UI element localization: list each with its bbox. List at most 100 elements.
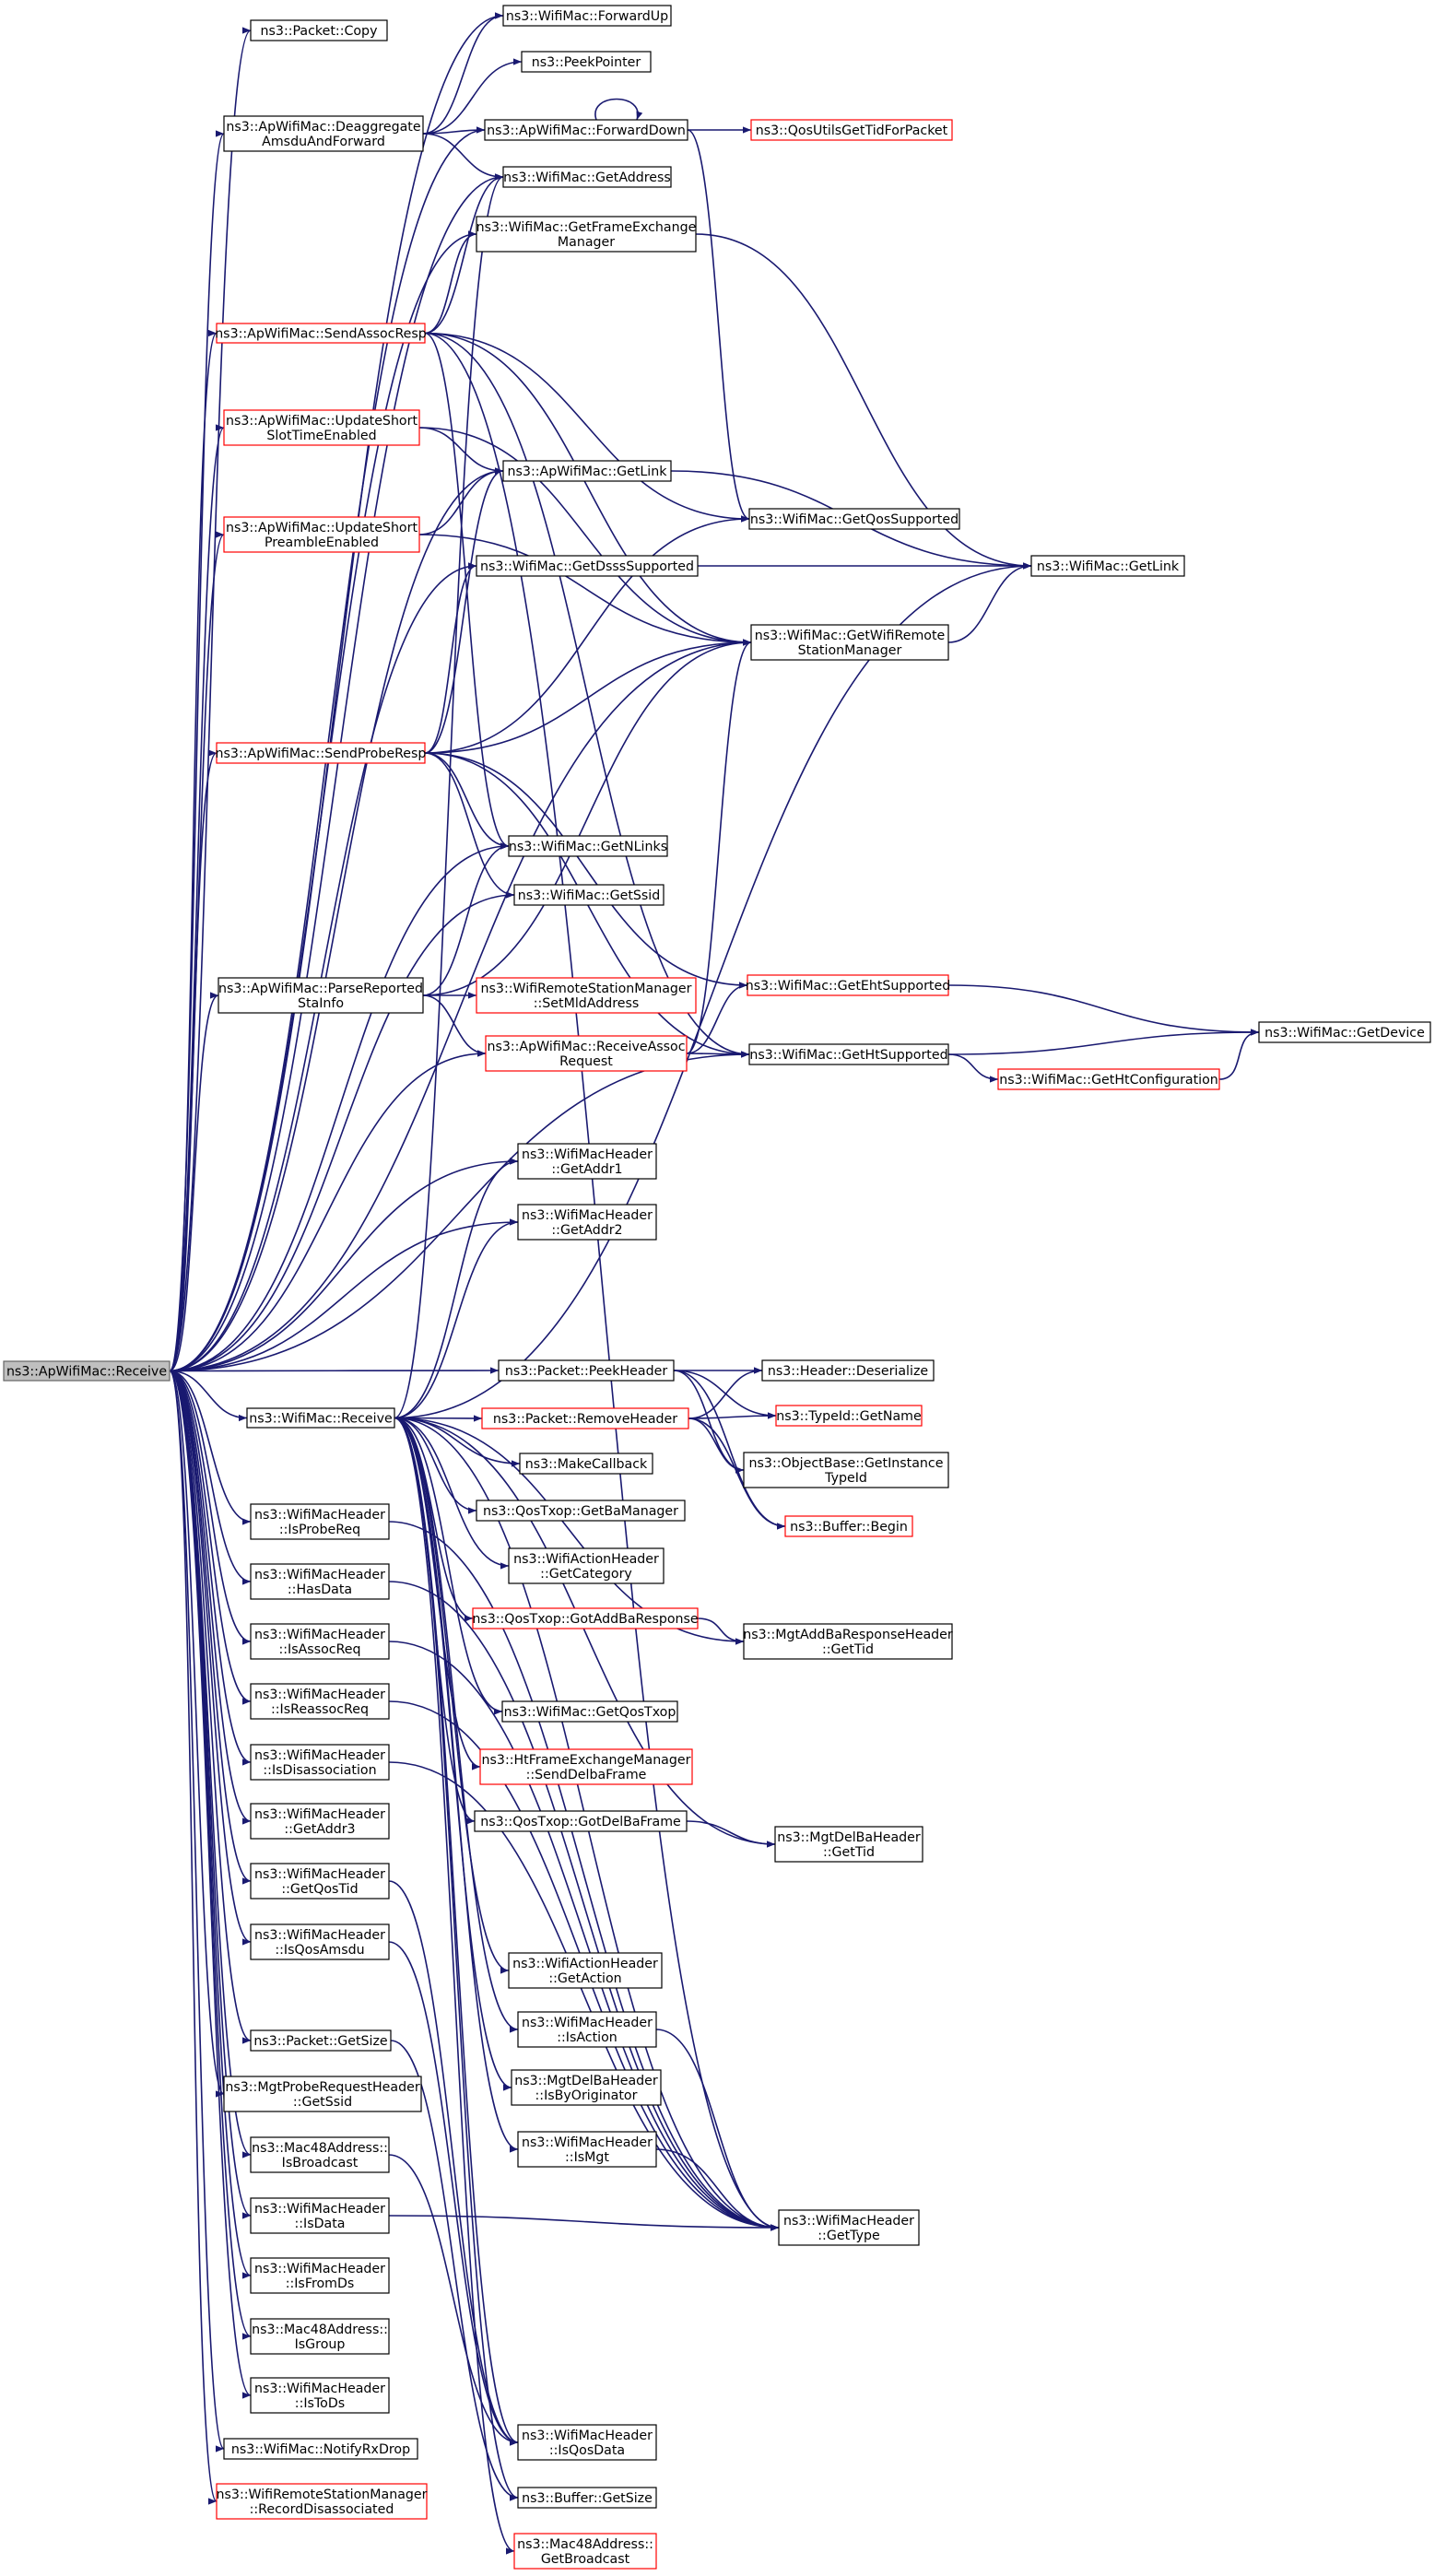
node-box: [502, 460, 672, 482]
function-node[interactable]: ns3::Mac48Address::IsGroup: [250, 2318, 390, 2355]
function-node[interactable]: ns3::WifiMacHeader::IsAssocReq: [250, 1623, 390, 1660]
function-node[interactable]: ns3::WifiMacHeader::IsFromDs: [250, 2257, 390, 2294]
function-node[interactable]: ns3::PeekPointer: [521, 51, 652, 73]
function-node[interactable]: ns3::WifiMacHeader::IsAction: [517, 2011, 657, 2048]
call-edge: [394, 1417, 745, 1645]
function-node[interactable]: ns3::WifiActionHeader::GetAction: [508, 1952, 663, 1989]
node-label: GetBroadcast: [541, 2552, 630, 2567]
node-label: ::GetCategory: [540, 1567, 632, 1582]
function-node[interactable]: ns3::WifiMac::GetNLinks: [508, 835, 668, 857]
function-node[interactable]: ns3::WifiMac::GetSsid: [513, 884, 665, 906]
call-edge: [686, 1051, 750, 1058]
function-node[interactable]: ns3::WifiMacHeader::IsReassocReq: [250, 1683, 390, 1720]
function-node[interactable]: ns3::Header::Deserialize: [761, 1359, 935, 1382]
function-node[interactable]: ns3::WifiMacHeader::GetType: [778, 2209, 920, 2246]
function-node[interactable]: ns3::MgtDelBaHeader::GetTid: [774, 1826, 923, 1863]
function-node[interactable]: ns3::WifiMac::GetDsssSupported: [476, 555, 699, 577]
function-node[interactable]: ns3::WifiMacHeader::GetQosTid: [250, 1863, 390, 1900]
function-node[interactable]: ns3::ApWifiMac::DeaggregateAmsduAndForwa…: [223, 115, 424, 152]
function-node[interactable]: ns3::WifiMac::ForwardUp: [502, 5, 672, 27]
call-edge: [169, 1370, 252, 2044]
node-label: ns3::WifiMacHeader: [254, 1628, 385, 1642]
function-node[interactable]: ns3::MgtProbeRequestHeader::GetSsid: [223, 2076, 422, 2112]
function-node[interactable]: ns3::WifiMac::GetDevice: [1258, 1021, 1431, 1043]
function-node[interactable]: ns3::WifiMac::NotifyRxDrop: [223, 2438, 418, 2460]
node-box: [498, 1359, 675, 1382]
function-node[interactable]: ns3::WifiMacHeader::IsMgt: [517, 2131, 657, 2168]
node-box: [517, 2487, 657, 2509]
function-node[interactable]: ns3::WifiMac::GetHtConfiguration: [997, 1068, 1220, 1090]
function-node[interactable]: ns3::WifiRemoteStationManager::SetMldAdd…: [476, 977, 697, 1014]
function-node[interactable]: ns3::Packet::RemoveHeader: [481, 1407, 689, 1429]
function-node[interactable]: ns3::WifiMacHeader::GetAddr1: [517, 1143, 657, 1180]
node-label: ns3::TypeId::GetName: [776, 1409, 921, 1424]
node-label: ::GetAction: [548, 1971, 621, 1986]
function-node[interactable]: ns3::Packet::Copy: [250, 19, 388, 41]
call-edge: [418, 467, 504, 535]
call-edge: [688, 1367, 763, 1419]
function-node[interactable]: ns3::WifiMac::Receive: [246, 1407, 395, 1429]
node-box: [223, 2438, 418, 2460]
function-node[interactable]: ns3::QosUtilsGetTidForPacket: [750, 119, 953, 141]
function-node[interactable]: ns3::WifiMacHeader::HasData: [250, 1563, 390, 1600]
node-box: [479, 1748, 693, 1785]
node-label: ns3::WifiActionHeader: [512, 1957, 658, 1971]
function-node[interactable]: ns3::WifiMacHeader::IsQosAmsdu: [250, 1923, 390, 1960]
function-node[interactable]: ns3::Packet::GetSize: [250, 2029, 392, 2052]
node-box: [474, 1810, 688, 1832]
function-node[interactable]: ns3::TypeId::GetName: [775, 1405, 923, 1427]
function-node[interactable]: ns3::WifiMacHeader::IsProbeReq: [250, 1503, 390, 1540]
graph-nodes: ns3::ApWifiMac::Receivens3::Packet::Copy…: [3, 5, 1431, 2570]
function-node[interactable]: ns3::WifiActionHeader::GetCategory: [508, 1547, 665, 1584]
function-node[interactable]: ns3::QosTxop::GetBaManager: [476, 1500, 686, 1522]
node-box: [223, 115, 424, 152]
function-node[interactable]: ns3::Packet::PeekHeader: [498, 1359, 675, 1382]
function-node[interactable]: ns3::ApWifiMac::SendAssocResp: [215, 323, 427, 344]
function-node[interactable]: ns3::WifiMac::GetAddress: [502, 166, 672, 188]
function-node[interactable]: ns3::HtFrameExchangeManager::SendDelbaFr…: [479, 1748, 693, 1785]
function-node[interactable]: ns3::Mac48Address::IsBroadcast: [250, 2136, 390, 2173]
node-label: IsGroup: [295, 2337, 346, 2352]
function-node[interactable]: ns3::WifiMacHeader::IsDisassociation: [250, 1744, 390, 1781]
function-node[interactable]: ns3::WifiMacHeader::GetAddr3: [250, 1803, 390, 1840]
function-node[interactable]: ns3::Buffer::Begin: [784, 1515, 913, 1537]
function-node[interactable]: ns3::MgtAddBaResponseHeader::GetTid: [743, 1623, 953, 1660]
function-node[interactable]: ns3::WifiMacHeader::IsToDs: [250, 2377, 390, 2414]
function-node[interactable]: ns3::QosTxop::GotAddBaResponse: [472, 1607, 699, 1629]
function-node[interactable]: ns3::WifiMacHeader::IsQosData: [517, 2424, 657, 2461]
call-edge: [424, 467, 504, 754]
function-node[interactable]: ns3::Buffer::GetSize: [517, 2487, 657, 2509]
node-label: ::IsMgt: [565, 2150, 609, 2165]
call-edge: [688, 1412, 777, 1419]
function-node[interactable]: ns3::ApWifiMac::SendProbeResp: [216, 742, 427, 764]
function-node[interactable]: ns3::QosTxop::GotDelBaFrame: [474, 1810, 688, 1832]
node-box: [778, 2209, 920, 2246]
function-node[interactable]: ns3::WifiMac::GetWifiRemoteStationManage…: [750, 624, 949, 661]
function-node[interactable]: ns3::ApWifiMac::GetLink: [502, 460, 672, 482]
function-node[interactable]: ns3::WifiMac::GetQosSupported: [748, 508, 960, 530]
node-label: ns3::WifiMacHeader: [254, 1807, 385, 1822]
function-node[interactable]: ns3::WifiMac::GetHtSupported: [748, 1043, 949, 1065]
node-label: ns3::WifiMac::GetEhtSupported: [746, 979, 950, 994]
function-node[interactable]: ns3::ApWifiMac::UpdateShortPreambleEnabl…: [223, 516, 420, 553]
function-node[interactable]: ns3::Mac48Address::GetBroadcast: [513, 2533, 657, 2570]
function-node[interactable]: ns3::ApWifiMac::UpdateShortSlotTimeEnabl…: [223, 409, 420, 446]
node-label: ns3::WifiMac::GetDsssSupported: [480, 559, 694, 574]
function-node[interactable]: ns3::WifiMacHeader::GetAddr2: [517, 1204, 657, 1241]
function-node[interactable]: ns3::MgtDelBaHeader::IsByOriginator: [511, 2069, 662, 2106]
function-node[interactable]: ns3::MakeCallback: [519, 1453, 653, 1475]
function-node[interactable]: ns3::ApWifiMac::ForwardDown: [484, 119, 688, 141]
node-label: ns3::WifiMac::GetQosTxop: [504, 1705, 676, 1720]
function-node[interactable]: ns3::WifiMac::GetEhtSupported: [746, 974, 950, 996]
node-label: ns3::WifiMac::GetSsid: [518, 888, 661, 903]
function-node[interactable]: ns3::WifiMac::GetLink: [1030, 555, 1185, 577]
node-label: ns3::WifiMacHeader: [254, 1867, 385, 1882]
call-edge: [394, 1417, 515, 2555]
function-node[interactable]: ns3::WifiMacHeader::IsData: [250, 2197, 390, 2234]
function-node[interactable]: ns3::WifiRemoteStationManager::RecordDis…: [216, 2483, 428, 2520]
function-node[interactable]: ns3::WifiMac::GetQosTxop: [501, 1700, 678, 1723]
